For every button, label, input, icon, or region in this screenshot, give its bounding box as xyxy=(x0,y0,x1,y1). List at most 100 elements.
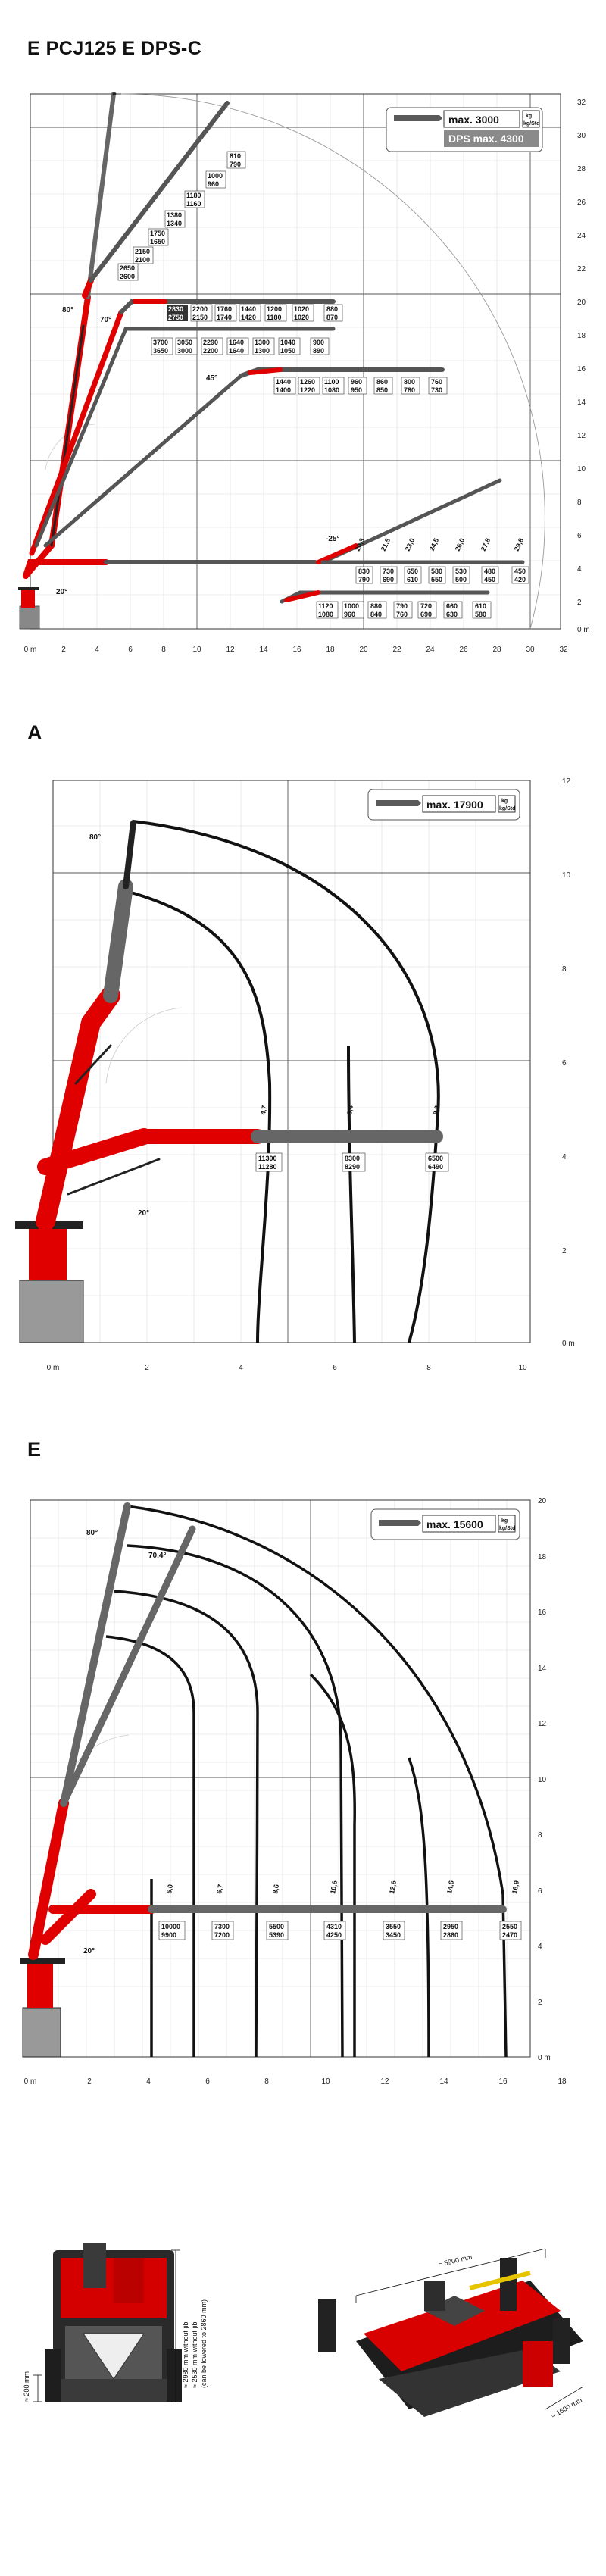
load-bottom: 730 xyxy=(431,386,442,394)
y-tick: 10 xyxy=(577,465,586,474)
load-bottom: 2100 xyxy=(135,256,150,264)
x-tick: 16 xyxy=(498,2077,508,2086)
chartA-curves xyxy=(125,820,440,1343)
y-tick: 6 xyxy=(577,532,582,540)
load-top: 1750 xyxy=(150,230,165,237)
x-tick: 22 xyxy=(392,646,401,654)
x-tick: 4 xyxy=(95,646,99,654)
angle-label-20: 20° xyxy=(83,1947,95,1955)
load-top: 1020 xyxy=(294,305,309,313)
chartE-distances: 5,0 6,7 8,6 10,6 12,6 14,6 16,9 xyxy=(165,1880,520,1894)
load-bottom: 1180 xyxy=(267,314,282,321)
load-bottom: 2470 xyxy=(502,1931,517,1939)
x-tick: 10 xyxy=(321,2077,330,2086)
load-bottom: 11280 xyxy=(258,1163,277,1171)
load-top: 3050 xyxy=(177,339,192,346)
load-bottom: 1740 xyxy=(217,314,232,321)
load-top: 1440 xyxy=(241,305,256,313)
load-chart-main: 32 30 28 26 24 22 20 18 16 14 12 10 8 6 … xyxy=(18,92,590,654)
distance-label: 14,6 xyxy=(445,1880,455,1894)
x-tick: 8 xyxy=(426,1364,431,1372)
y-tick: 2 xyxy=(538,1999,542,2007)
x-tick: 12 xyxy=(380,2077,389,2086)
load-bottom: 1640 xyxy=(229,347,244,355)
chartA-y-ticks: 12 10 8 6 4 2 0 m xyxy=(562,777,575,1348)
distance-label: 24,5 xyxy=(428,537,440,552)
boom-70b xyxy=(34,327,336,548)
load-bottom: 2200 xyxy=(203,347,218,355)
boom-a xyxy=(36,820,443,1231)
angle-label-neg25: -25° xyxy=(326,535,339,543)
angle-label-80: 80° xyxy=(62,306,73,314)
load-bottom: 1220 xyxy=(300,386,315,394)
load-top: 650 xyxy=(407,567,418,575)
chart1-y-ticks: 32 30 28 26 24 22 20 18 16 14 12 10 8 6 … xyxy=(577,98,590,634)
load-top: 610 xyxy=(475,602,486,610)
load-top: 580 xyxy=(431,567,442,575)
load-bottom: 580 xyxy=(475,611,486,618)
load-top: 720 xyxy=(420,602,432,610)
x-tick: 2 xyxy=(61,646,66,654)
x-tick: 6 xyxy=(333,1364,337,1372)
load-top: 660 xyxy=(446,602,458,610)
x-tick: 18 xyxy=(558,2077,567,2086)
x-tick: 28 xyxy=(492,646,501,654)
load-bottom: 1420 xyxy=(241,314,256,321)
crane-base-icon xyxy=(15,1221,84,1343)
y-tick: 4 xyxy=(562,1153,567,1161)
load-bottom: 690 xyxy=(420,611,432,618)
load-top: 1440 xyxy=(276,378,291,386)
load-top: 2950 xyxy=(443,1923,458,1930)
chartE-max-label: max. 15600 xyxy=(426,1518,483,1530)
load-bottom: 6490 xyxy=(428,1163,443,1171)
load-bottom: 960 xyxy=(344,611,355,618)
x-tick: 10 xyxy=(192,646,201,654)
y-tick: 0 m xyxy=(562,1340,575,1348)
angle-label-70-4: 70,4° xyxy=(148,1552,166,1560)
chartE-y-ticks: 20 18 16 14 12 10 8 6 4 2 0 m xyxy=(538,1497,551,2062)
load-bottom: 850 xyxy=(376,386,388,394)
load-bottom: 1400 xyxy=(276,386,291,394)
y-tick: 4 xyxy=(538,1943,542,1951)
angle-label-20: 20° xyxy=(56,588,67,596)
boom-20 xyxy=(23,478,525,579)
load-bottom: 5390 xyxy=(269,1931,284,1939)
distances-neg25: 20,3 21,5 23,0 24,5 26,0 27,8 29,8 xyxy=(354,537,525,552)
distance-label: 16,9 xyxy=(511,1880,520,1894)
load-bottom: 2600 xyxy=(120,273,135,280)
distance-label: 8,6 xyxy=(271,1884,280,1894)
load-top: 960 xyxy=(351,378,362,386)
boom-80-jib xyxy=(23,92,117,579)
front-height-lowered-dimension: ≈ 2530 mm without jib xyxy=(191,2322,198,2388)
load-top: 810 xyxy=(230,152,241,160)
load-top: 760 xyxy=(431,378,442,386)
load-top: 1200 xyxy=(267,305,282,313)
load-bottom: 960 xyxy=(208,180,219,188)
x-tick: 18 xyxy=(326,646,335,654)
load-bottom: 1050 xyxy=(280,347,295,355)
load-top: 730 xyxy=(383,567,394,575)
angle-label-70: 70° xyxy=(100,316,111,324)
angle-label-80: 80° xyxy=(86,1529,98,1537)
load-bottom: 450 xyxy=(484,576,495,583)
distance-label: 4,7 xyxy=(259,1105,268,1115)
x-tick: 4 xyxy=(239,1364,243,1372)
load-top: 5500 xyxy=(269,1923,284,1930)
unit-bottom: kg/Std xyxy=(499,806,515,811)
load-top: 11300 xyxy=(258,1155,277,1162)
y-tick: 10 xyxy=(562,871,571,880)
load-top: 1040 xyxy=(280,339,295,346)
y-tick: 24 xyxy=(577,232,586,240)
x-tick: 8 xyxy=(161,646,166,654)
load-top: 3550 xyxy=(386,1923,401,1930)
y-tick: 8 xyxy=(562,965,567,974)
crane-base-icon xyxy=(20,1958,65,2058)
y-tick: 14 xyxy=(538,1665,547,1673)
page-title: E PCJ125 E DPS-C xyxy=(27,38,202,59)
section-label-e: E xyxy=(27,1438,42,1461)
load-bottom: 2150 xyxy=(192,314,208,321)
load-top: 880 xyxy=(326,305,338,313)
width-dimension: ≈ 1600 mm xyxy=(550,2396,583,2420)
load-bottom: 550 xyxy=(431,576,442,583)
